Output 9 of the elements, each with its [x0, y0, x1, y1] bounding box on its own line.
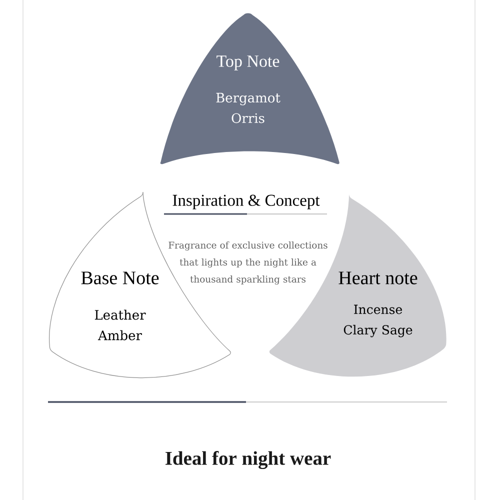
note-title: Top Note	[216, 56, 280, 70]
section-heading: Inspiration & Concept	[172, 194, 320, 210]
tagline: Ideal for night wear	[166, 451, 331, 470]
ingredient-list: Incense Clary Sage	[344, 304, 412, 338]
ingredient-list: Bergamot Orris	[216, 92, 280, 124]
ingredient-list: Leather Amber	[94, 310, 146, 340]
description-text: Fragrance of exclusive collections that lights up the night like a thousand sparkling stars	[168, 241, 328, 285]
note-title: Base Note	[81, 272, 159, 284]
note-title: Heart note	[338, 272, 418, 284]
